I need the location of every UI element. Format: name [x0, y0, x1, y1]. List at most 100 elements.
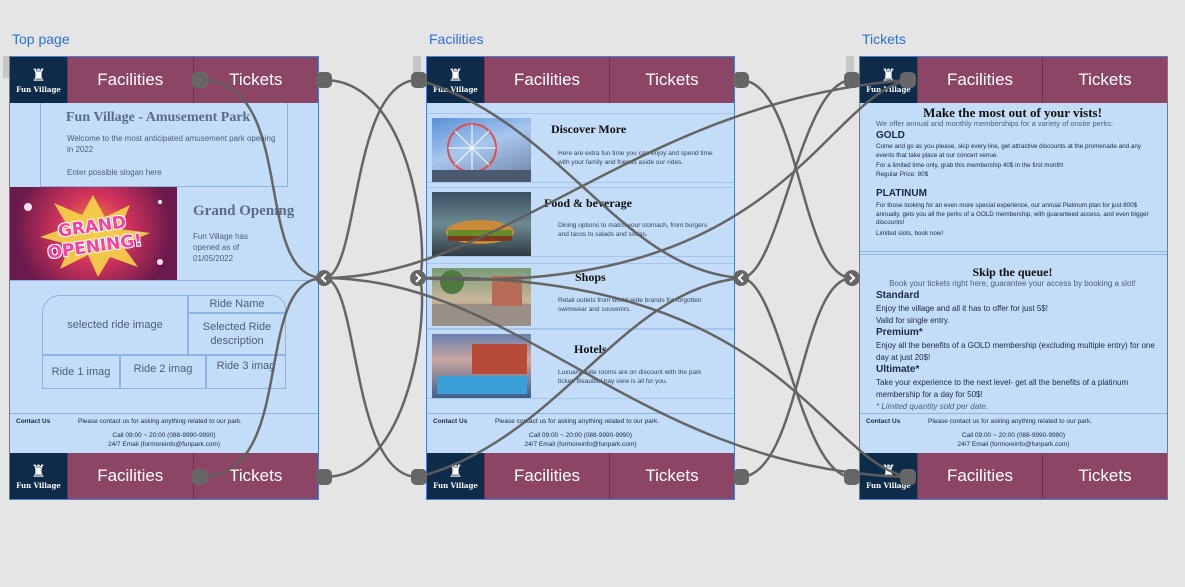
intro-box: Fun Village - Amusement Park Welcome to …	[40, 103, 288, 187]
memberships-intro: We offer annual and monthly memberships …	[876, 119, 1113, 128]
nav-tickets-button[interactable]: Tickets	[609, 57, 734, 103]
connection-handle[interactable]	[844, 72, 860, 88]
connection-wire	[323, 276, 909, 479]
nav-facilities-button[interactable]: Facilities	[917, 57, 1042, 103]
selected-ride-image[interactable]: selected ride image	[42, 295, 188, 355]
divider	[10, 280, 318, 281]
connection-wire	[740, 276, 853, 479]
ride-1-thumb[interactable]: Ride 1 imag	[42, 355, 120, 389]
frame-label-tickets[interactable]: Tickets	[862, 31, 906, 47]
food-image	[432, 192, 531, 256]
connection-wire	[739, 276, 853, 479]
connection-wire	[417, 78, 742, 280]
ride-2-thumb[interactable]: Ride 2 imag	[120, 355, 206, 389]
nav-facilities-button[interactable]: Facilities	[917, 453, 1042, 499]
connection-handle[interactable]	[411, 469, 427, 485]
premium-text: Enjoy all the benefits of a GOLD members…	[876, 341, 1155, 362]
gold-offer: For a limited time only, grab this membe…	[876, 162, 1064, 169]
ferris-wheel-icon	[432, 123, 531, 182]
footer-phone: Call 09:00 ~ 20:00 (088-9990-9990)	[528, 432, 633, 439]
nav-facilities-button[interactable]: Facilities	[484, 57, 609, 103]
castle-icon: ♜	[447, 65, 464, 85]
connection-handle[interactable]	[411, 72, 427, 88]
opening-title: Grand Opening	[193, 203, 295, 219]
slogan-text: Enter possible slogan here	[67, 168, 162, 177]
logo-text: Fun Village	[866, 480, 911, 490]
footer: Contact Us Please contact us for asking …	[10, 413, 318, 456]
logo-text: Fun Village	[433, 480, 478, 490]
logo-text: Fun Village	[16, 84, 61, 94]
facility-discover[interactable]: Discover More Here are extra fun time yo…	[427, 113, 734, 183]
logo[interactable]: ♜ Fun Village	[10, 453, 67, 499]
connection-wire	[323, 276, 419, 479]
facility-title: Food & beverage	[544, 196, 632, 210]
logo[interactable]: ♜ Fun Village	[10, 57, 67, 103]
frame-label-facilities[interactable]: Facilities	[429, 31, 484, 47]
opening-text: Fun Village has opened as of 01/05/2022	[193, 232, 248, 263]
gold-title: GOLD	[876, 130, 905, 141]
connection-wire	[323, 276, 424, 479]
arrow-left-icon[interactable]	[316, 270, 332, 286]
facility-hotels[interactable]: Hotels Luxuary suite rooms are on discou…	[427, 329, 734, 399]
footer-email: 24/7 Email (formoreinfo@funpark.com)	[957, 441, 1070, 448]
connection-handle[interactable]	[844, 469, 860, 485]
connection-wire	[417, 276, 742, 479]
connection-handle[interactable]	[733, 469, 749, 485]
tickets-page-frame[interactable]: ♜ Fun Village Facilities Tickets Make th…	[859, 56, 1168, 500]
footer-message: Please contact us for asking anything re…	[495, 418, 660, 425]
limited-note: * Limited quantity sold per date.	[876, 402, 989, 411]
connection-handle[interactable]	[900, 469, 916, 485]
burst-icon	[24, 195, 163, 277]
divider	[860, 254, 1167, 255]
connection-wire	[740, 78, 853, 280]
frame-stub	[413, 56, 421, 78]
footer-contact: Contact Us	[16, 418, 51, 425]
footer-contact: Contact Us	[866, 418, 901, 425]
bottom-nav: ♜ Fun Village Facilities Tickets	[10, 453, 318, 499]
platinum-text: For those looking for an even more speci…	[876, 202, 1149, 226]
castle-icon: ♜	[30, 65, 47, 85]
arrow-right-icon[interactable]	[410, 270, 426, 286]
nav-facilities-button[interactable]: Facilities	[67, 453, 193, 499]
connection-wire	[199, 276, 325, 479]
top-nav: ♜ Fun Village Facilities Tickets	[427, 57, 734, 103]
nav-tickets-button[interactable]: Tickets	[1042, 453, 1167, 499]
connection-handle[interactable]	[733, 72, 749, 88]
connection-wire	[199, 78, 325, 280]
nav-facilities-button[interactable]: Facilities	[484, 453, 609, 499]
connection-handle[interactable]	[316, 469, 332, 485]
facility-title: Shops	[575, 270, 606, 284]
nav-tickets-button[interactable]: Tickets	[609, 453, 734, 499]
connection-handle[interactable]	[900, 72, 916, 88]
ultimate-title: Ultimate*	[876, 364, 920, 375]
nav-tickets-button[interactable]: Tickets	[1042, 57, 1167, 103]
connection-handle[interactable]	[192, 469, 208, 485]
platinum-title: PLATINUM	[876, 188, 927, 199]
top-page-frame[interactable]: ♜ Fun Village Facilities Tickets Fun Vil…	[9, 56, 319, 500]
ferris-wheel-image	[432, 118, 531, 182]
connection-handle[interactable]	[192, 72, 208, 88]
connection-handle[interactable]	[316, 72, 332, 88]
arrow-left-icon[interactable]	[733, 270, 749, 286]
footer-email: 24/7 Email (formoreinfo@funpark.com)	[107, 441, 221, 448]
standard-validity: Valid for single entry.	[876, 316, 950, 325]
castle-icon: ♜	[30, 461, 47, 481]
divider	[860, 251, 1167, 252]
footer-phone: Call 09:00 ~ 20:00 (088-9990-9990)	[961, 432, 1066, 439]
ultimate-text: Take your experience to the next level- …	[876, 378, 1129, 399]
frame-stub	[3, 56, 11, 78]
gold-price: Regular Price: 80$	[876, 171, 929, 178]
facility-text: Here are extra fun time you can enjoy an…	[558, 150, 713, 166]
platinum-limit: Limited slots, book now!	[876, 230, 944, 237]
ride-3-thumb[interactable]: Ride 3 imag	[206, 355, 286, 389]
footer-email: 24/7 Email (formoreinfo@funpark.com)	[524, 441, 637, 448]
arrow-right-icon[interactable]	[844, 270, 860, 286]
frame-label-top-page[interactable]: Top page	[12, 31, 70, 47]
nav-facilities-button[interactable]: Facilities	[67, 57, 193, 103]
footer-contact: Contact Us	[433, 418, 468, 425]
standard-title: Standard	[876, 290, 920, 301]
facility-food[interactable]: Food & beverage Dining options to match …	[427, 187, 734, 257]
logo[interactable]: ♜ Fun Village	[427, 57, 484, 103]
footer: Contact Us Please contact us for asking …	[427, 413, 734, 456]
connection-wire	[739, 78, 853, 280]
